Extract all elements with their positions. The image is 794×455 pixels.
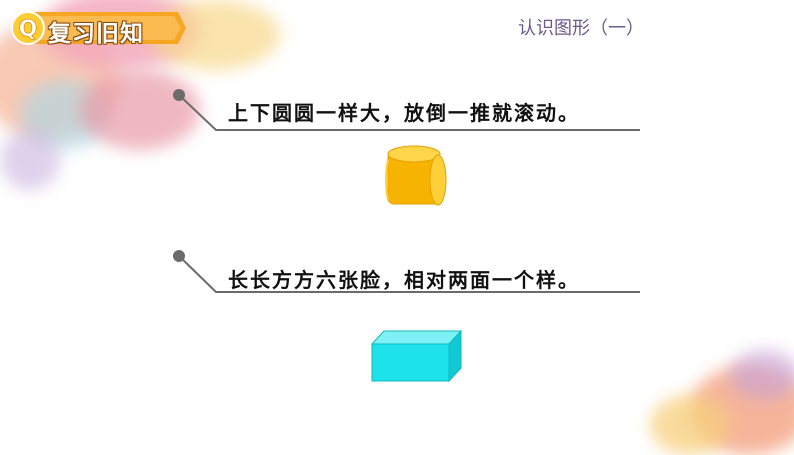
watercolor-splash — [650, 395, 730, 455]
watercolor-splash — [730, 350, 794, 400]
cylinder-icon — [385, 145, 447, 206]
page-title: 复习旧知 — [48, 21, 144, 47]
watercolor-splash — [80, 70, 200, 150]
lesson-topic-label: 认识图形（一） — [518, 18, 644, 39]
watercolor-splash — [0, 130, 60, 190]
watercolor-splash — [150, 0, 280, 70]
cuboid-icon — [370, 329, 463, 383]
riddle-cuboid: 长长方方六张脸，相对两面一个样。 — [228, 268, 580, 292]
riddle-cylinder: 上下圆圆一样大，放倒一推就滚动。 — [228, 101, 580, 125]
